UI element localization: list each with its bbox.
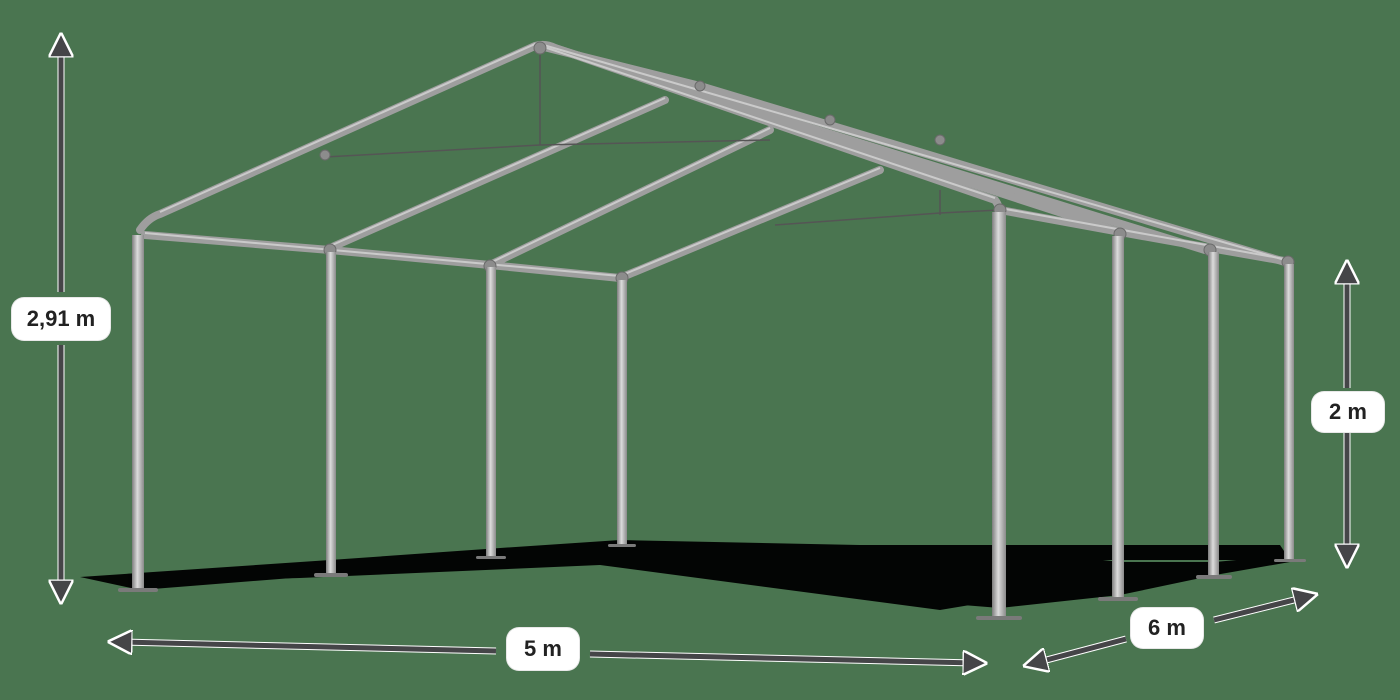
dimension-arrows bbox=[61, 45, 1347, 663]
post-side-3 bbox=[1208, 252, 1219, 576]
post-front-4 bbox=[617, 280, 627, 545]
dimension-label-width: 6 m bbox=[1131, 608, 1203, 648]
dimension-label-total-height: 2,91 m bbox=[12, 298, 110, 340]
post-side-4 bbox=[1284, 264, 1294, 560]
post-front-1 bbox=[132, 235, 144, 590]
base-plates bbox=[118, 544, 1306, 620]
dimension-label-side-height: 2 m bbox=[1312, 392, 1384, 432]
post-front-3 bbox=[486, 267, 496, 557]
post-side-2 bbox=[1112, 236, 1124, 598]
post-side-1 bbox=[992, 212, 1006, 617]
post-front-2 bbox=[326, 252, 336, 574]
dimension-label-length: 5 m bbox=[507, 628, 579, 670]
posts bbox=[132, 212, 1294, 617]
tension-cables bbox=[324, 55, 1001, 226]
